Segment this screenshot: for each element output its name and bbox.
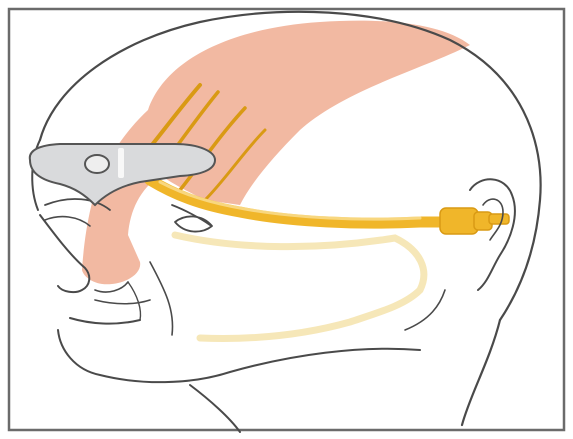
lower-nerve-branch [175,235,424,338]
device-button-icon [85,155,109,173]
lead-connector [440,208,509,234]
